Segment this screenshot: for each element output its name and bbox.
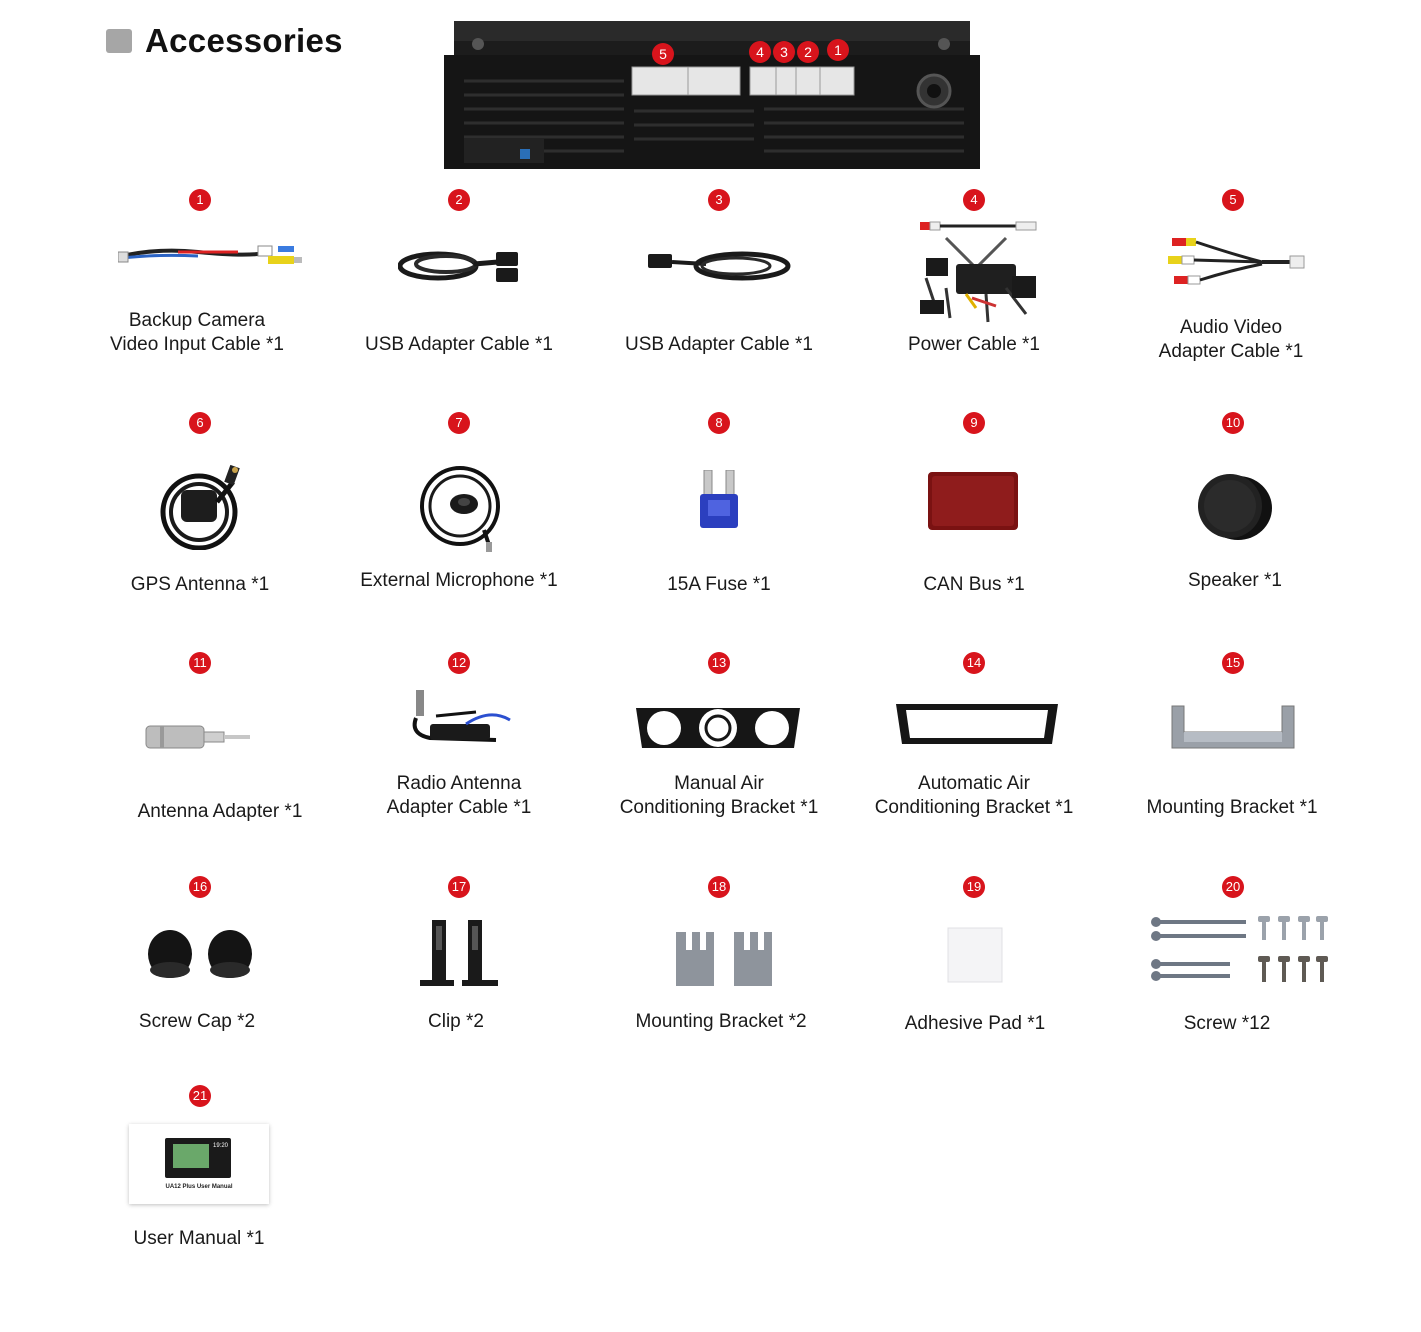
item-label: Adhesive Pad *1 xyxy=(904,1013,1046,1034)
heading-square-icon xyxy=(106,29,132,53)
speaker-icon xyxy=(1194,470,1274,549)
section-heading: Accessories xyxy=(106,22,343,60)
item-number-badge: 9 xyxy=(963,412,985,434)
item-label: USB Adapter Cable *1 xyxy=(624,334,813,355)
item-label: User Manual *1 xyxy=(133,1228,265,1249)
adhesive-pad-icon xyxy=(946,926,1004,989)
usb-cable-icon xyxy=(397,244,520,291)
item-label: Mounting Bracket *1 xyxy=(1146,797,1318,818)
page-title: Accessories xyxy=(145,22,343,59)
usb-cable-icon xyxy=(646,248,792,289)
manual-caption: UA12 Plus User Manual xyxy=(165,1184,233,1190)
item-number-badge: 19 xyxy=(963,876,985,898)
item-label: USB Adapter Cable *1 xyxy=(364,334,553,355)
cable-rca-icon xyxy=(117,240,302,277)
item-number-badge: 3 xyxy=(708,189,730,211)
item-number-badge: 10 xyxy=(1222,412,1244,434)
manual-cover-screen: 19:20 xyxy=(165,1138,231,1178)
antenna-adapter-icon xyxy=(144,724,252,755)
user-manual-icon: 19:20 UA12 Plus User Manual xyxy=(129,1124,269,1204)
item-number-badge: 4 xyxy=(963,189,985,211)
item-label: Speaker *1 xyxy=(1187,570,1282,591)
item-label: Mounting Bracket *2 xyxy=(635,1011,807,1032)
item-number-badge: 21 xyxy=(189,1085,211,1107)
item-number-badge: 11 xyxy=(189,652,211,674)
item-number-badge: 20 xyxy=(1222,876,1244,898)
item-number-badge: 12 xyxy=(448,652,470,674)
canbus-icon xyxy=(926,470,1020,537)
item-label: Radio Antenna Adapter Cable *1 xyxy=(386,773,532,818)
port-number-badge: 3 xyxy=(773,41,795,63)
item-number-badge: 2 xyxy=(448,189,470,211)
port-number-badge: 1 xyxy=(827,39,849,61)
map-screen-icon xyxy=(173,1144,209,1168)
port-number-badge: 2 xyxy=(797,41,819,63)
screw-icon xyxy=(1150,914,1332,993)
auto-ac-bracket-icon xyxy=(896,702,1058,751)
item-label: Screw *12 xyxy=(1183,1013,1271,1034)
item-number-badge: 6 xyxy=(189,412,211,434)
item-number-badge: 17 xyxy=(448,876,470,898)
small-bracket-icon xyxy=(674,930,776,993)
item-label: Audio Video Adapter Cable *1 xyxy=(1158,317,1304,362)
gps-antenna-icon xyxy=(155,462,247,555)
item-number-badge: 13 xyxy=(708,652,730,674)
item-label: Antenna Adapter *1 xyxy=(137,801,303,822)
power-harness-icon xyxy=(906,218,1042,333)
microphone-icon xyxy=(414,462,506,561)
clip-icon xyxy=(418,918,500,993)
port-number-badge: 4 xyxy=(749,41,771,63)
item-label: Backup Camera Video Input Cable *1 xyxy=(110,310,284,355)
item-number-badge: 16 xyxy=(189,876,211,898)
item-number-badge: 18 xyxy=(708,876,730,898)
fuse-icon xyxy=(698,469,740,535)
radio-antenna-cable-icon xyxy=(406,688,516,753)
item-number-badge: 5 xyxy=(1222,189,1244,211)
item-label: Automatic Air Conditioning Bracket *1 xyxy=(874,773,1074,818)
head-unit-rear-image: 5 4 3 2 1 xyxy=(444,21,980,169)
item-number-badge: 15 xyxy=(1222,652,1244,674)
screw-cap-icon xyxy=(146,926,254,987)
item-number-badge: 1 xyxy=(189,189,211,211)
item-number-badge: 14 xyxy=(963,652,985,674)
mounting-bracket-icon xyxy=(1170,702,1296,755)
item-number-badge: 8 xyxy=(708,412,730,434)
av-cable-icon xyxy=(1162,234,1306,299)
item-label: CAN Bus *1 xyxy=(923,574,1025,595)
item-label: 15A Fuse *1 xyxy=(667,574,771,595)
item-label: Screw Cap *2 xyxy=(138,1011,256,1032)
item-label: GPS Antenna *1 xyxy=(130,574,270,595)
manual-ac-bracket-icon xyxy=(636,706,800,755)
port-number-badge: 5 xyxy=(652,43,674,65)
item-number-badge: 7 xyxy=(448,412,470,434)
item-label: Manual Air Conditioning Bracket *1 xyxy=(619,773,819,818)
manual-clock: 19:20 xyxy=(213,1143,229,1149)
item-label: External Microphone *1 xyxy=(360,570,558,591)
item-label: Clip *2 xyxy=(428,1011,484,1032)
item-label: Power Cable *1 xyxy=(907,334,1041,355)
